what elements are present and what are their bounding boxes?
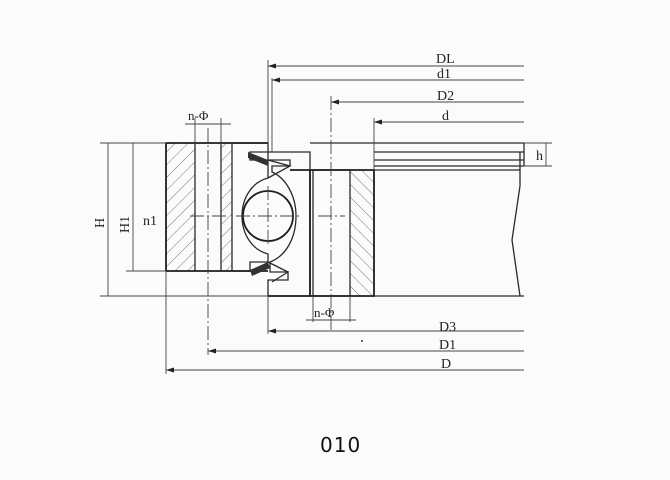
d2-arrow: [331, 99, 339, 105]
n-phi-bottom-dimension: n-Φ: [306, 296, 356, 322]
inner-bolt-hole: [312, 169, 351, 297]
drawing-code: 010: [320, 433, 361, 457]
label-dl: DL: [436, 52, 455, 67]
bottom-dimensions: D3 D1 D: [165, 271, 524, 374]
top-seal: [248, 152, 268, 166]
label-n1: n1: [143, 214, 157, 229]
inner-ring: [267, 151, 375, 297]
dl-arrow: [268, 63, 276, 69]
label-d2: D2: [437, 89, 454, 104]
top-dimensions: DL d1 D2 d: [267, 52, 524, 170]
D-arrow: [166, 367, 174, 373]
outer-ring: [165, 142, 269, 272]
bottom-seal-lip: [267, 261, 290, 283]
n-phi-top-dimension: n-Φ: [185, 108, 231, 143]
inner-ring-outline: [268, 169, 375, 297]
label-d: d: [442, 109, 449, 124]
d1-bottom-arrow: [208, 348, 216, 354]
inner-ring-race-section: [267, 151, 311, 297]
speck-dot: [361, 340, 363, 342]
label-d1-top: d1: [437, 67, 451, 82]
label-D3: D3: [439, 320, 456, 335]
outer-ring-left-section: [166, 143, 195, 271]
outer-ring-mid-section: [221, 143, 232, 271]
ball-raceway: [236, 152, 300, 283]
h-dimension: h: [524, 142, 552, 167]
bottom-seal: [250, 262, 270, 276]
height-dimensions: H H1 n1: [93, 142, 268, 297]
label-h: h: [536, 149, 543, 164]
label-D: D: [441, 357, 451, 372]
d-arrow: [374, 119, 382, 125]
gear-body: [310, 142, 525, 297]
label-D1: D1: [439, 338, 456, 353]
d3-arrow: [268, 328, 276, 334]
label-n-phi-bottom: n-Φ: [314, 305, 335, 320]
inner-ring-right-section: [350, 170, 374, 296]
gear-break-line: [511, 152, 521, 297]
gear-face-lines: [374, 151, 524, 297]
label-H: H: [93, 218, 108, 228]
d1-arrow: [272, 77, 280, 83]
label-n-phi-top: n-Φ: [188, 108, 209, 123]
top-seal-lip: [267, 159, 292, 179]
label-H1: H1: [118, 216, 133, 233]
